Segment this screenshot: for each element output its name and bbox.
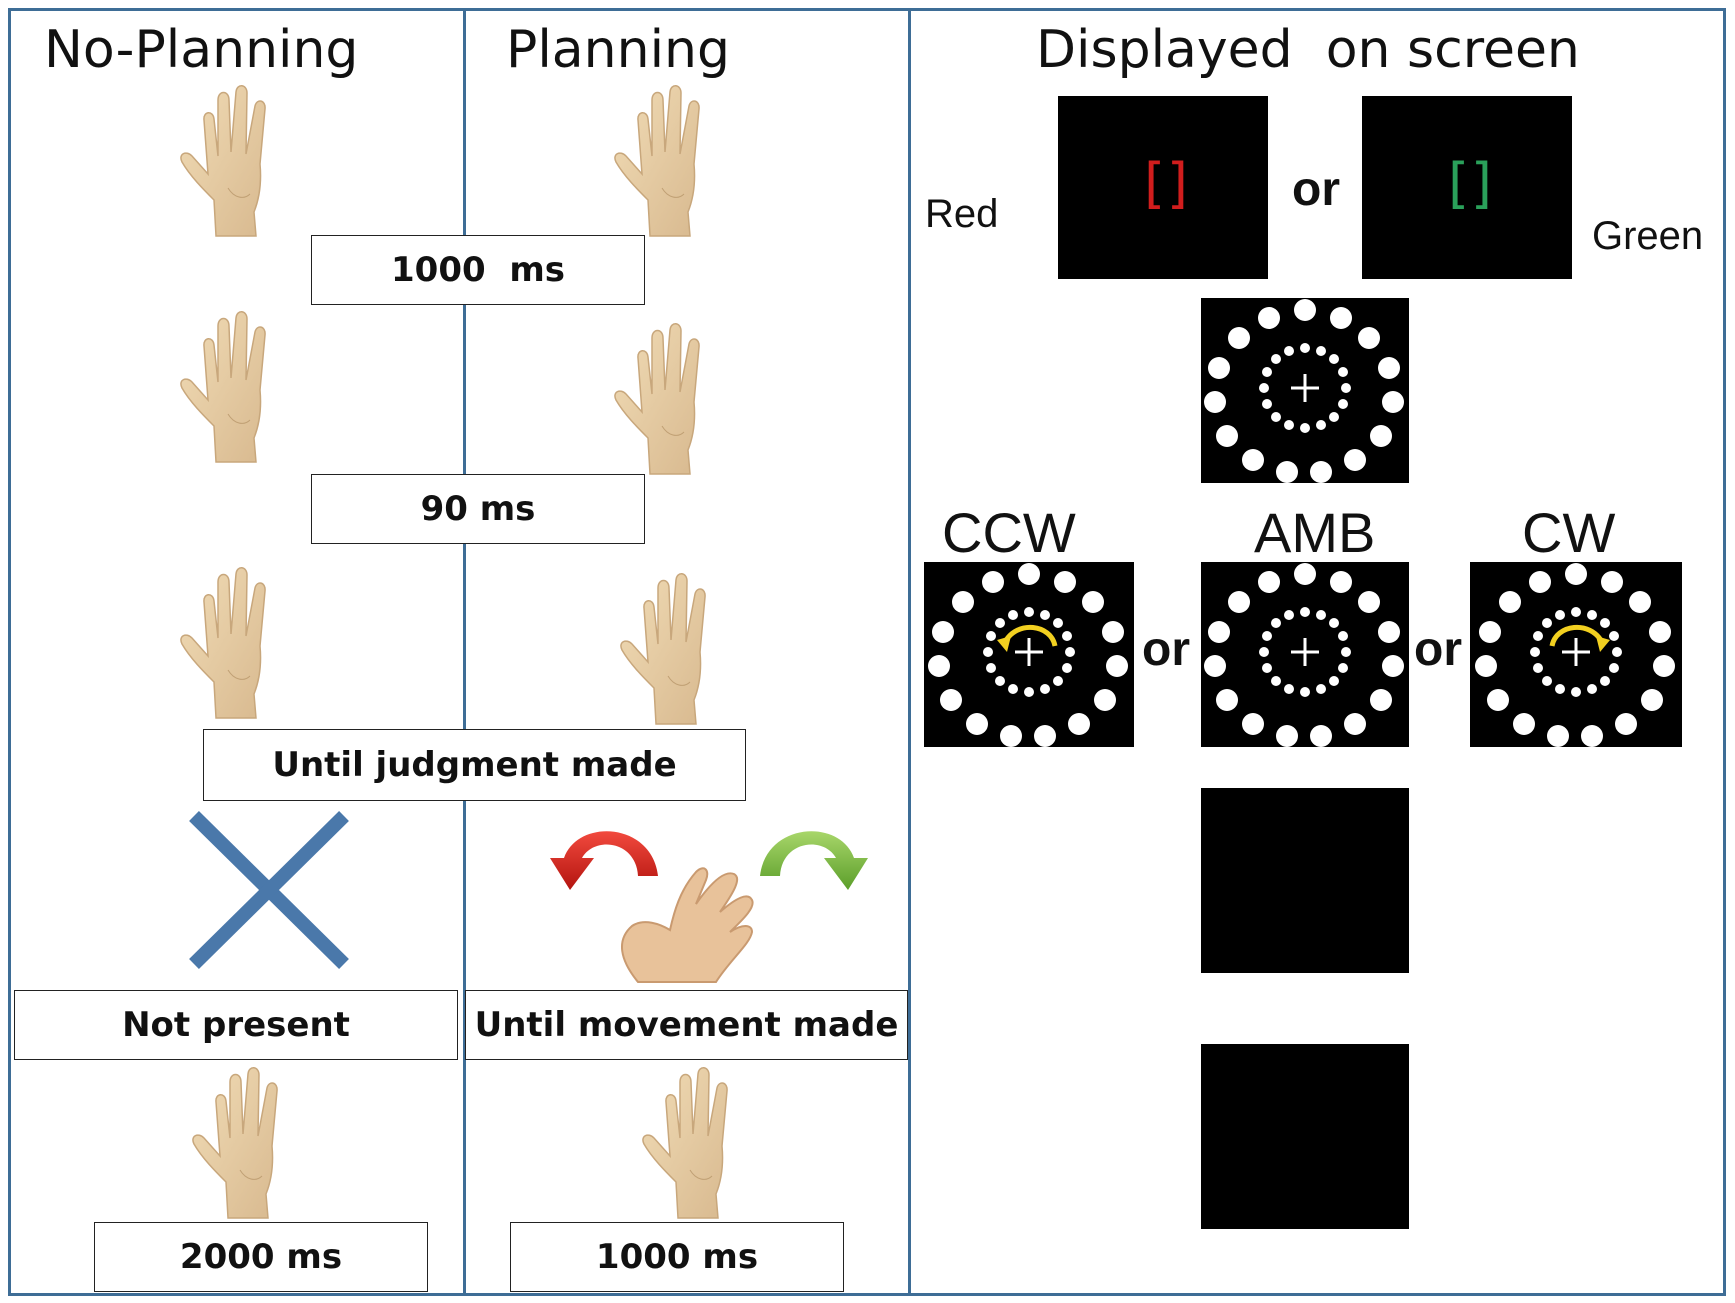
duration-box-2000ms: 2000 ms [94,1222,428,1292]
or-word: or [1414,623,1462,676]
ccw-label: CCW [942,501,1076,564]
or-word: or [1142,623,1190,676]
green-cue-screen: [] [1362,96,1572,279]
hand-icon [180,566,266,719]
duration-box-1000ms-planning: 1000 ms [510,1222,844,1292]
green-label: Green [1592,214,1704,258]
red-bracket-cue: [] [1136,152,1195,215]
amb-stimulus-screen [1201,562,1409,747]
duration-box-1000ms: 1000 ms [311,235,645,305]
dot-rings-icon [1202,562,1406,747]
hand-icon [192,1066,278,1219]
ccw-arrow-icon [997,625,1058,652]
outer-frame [8,8,1726,1296]
blank-screen-2 [1201,1044,1409,1229]
cw-arrow-icon [1549,625,1610,652]
hand-icon [614,84,700,237]
hand-icon [614,322,700,475]
hand-icon [620,572,706,725]
green-bracket-cue: [] [1440,152,1499,215]
column-divider-left [463,8,466,1296]
hand-icon [642,1066,728,1219]
movement-arrows-icon [550,831,868,983]
red-cue-screen: [] [1058,96,1268,279]
amb-label: AMB [1254,501,1376,564]
red-label: Red [925,192,999,236]
no-planning-title: No-Planning [44,20,359,80]
column-divider-right [908,8,911,1296]
cw-stimulus-screen [1470,562,1682,747]
displayed-on-screen-title: Displayed on screen [1036,20,1580,80]
cross-icon [189,811,349,969]
duration-box-90ms: 90 ms [311,474,645,544]
hand-icon [180,84,266,237]
until-movement-box: Until movement made [465,990,908,1060]
or-word: or [1292,163,1340,216]
hand-icon [180,310,266,463]
until-judgment-box: Until judgment made [203,729,746,801]
ccw-stimulus-screen [924,562,1134,747]
dot-rings-icon [1202,298,1406,483]
not-present-box: Not present [14,990,458,1060]
blank-screen-1 [1201,788,1409,973]
cw-label: CW [1522,501,1616,564]
ring-stimulus-screen [1201,298,1409,483]
planning-title: Planning [506,20,730,80]
